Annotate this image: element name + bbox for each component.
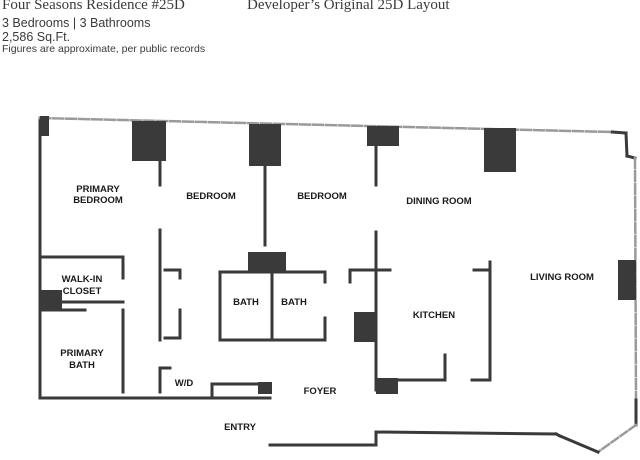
room-label-entry: ENTRY [224, 422, 257, 433]
room-label-primary-bath-line2: BATH [69, 360, 95, 371]
room-label-bath-2: BATH [281, 297, 307, 308]
room-label-primary-bath-line1: PRIMARY [60, 348, 104, 359]
room-label-foyer: FOYER [304, 386, 337, 397]
disclaimer-note: Figures are approximate, per public reco… [2, 43, 206, 55]
room-label-dining-room: DINING ROOM [406, 196, 472, 207]
room-label-walkin-closet-line1: WALK-IN [62, 274, 103, 285]
plan-walls [38, 116, 638, 454]
room-label-bedroom-1: BEDROOM [186, 191, 236, 202]
plan-columns [40, 116, 636, 394]
room-label-kitchen: KITCHEN [413, 310, 455, 321]
room-labels: PRIMARY BEDROOM BEDROOM BEDROOM DINING R… [60, 184, 594, 433]
layout-title: Developer’s Original 25D Layout [247, 0, 450, 13]
square-footage: 2,586 Sq.Ft. [2, 30, 71, 44]
bed-bath-count: 3 Bedrooms | 3 Bathrooms [2, 16, 151, 30]
listing-title: Four Seasons Residence #25D [2, 0, 185, 13]
room-label-primary-bedroom-line2: BEDROOM [73, 195, 123, 206]
room-label-primary-bedroom-line1: PRIMARY [76, 184, 120, 195]
room-label-living-room: LIVING ROOM [530, 272, 594, 283]
room-label-walkin-closet-line2: CLOSET [63, 286, 102, 297]
room-label-bedroom-2: BEDROOM [297, 191, 347, 202]
room-label-bath-1: BATH [233, 297, 259, 308]
room-label-wd: W/D [175, 378, 194, 389]
